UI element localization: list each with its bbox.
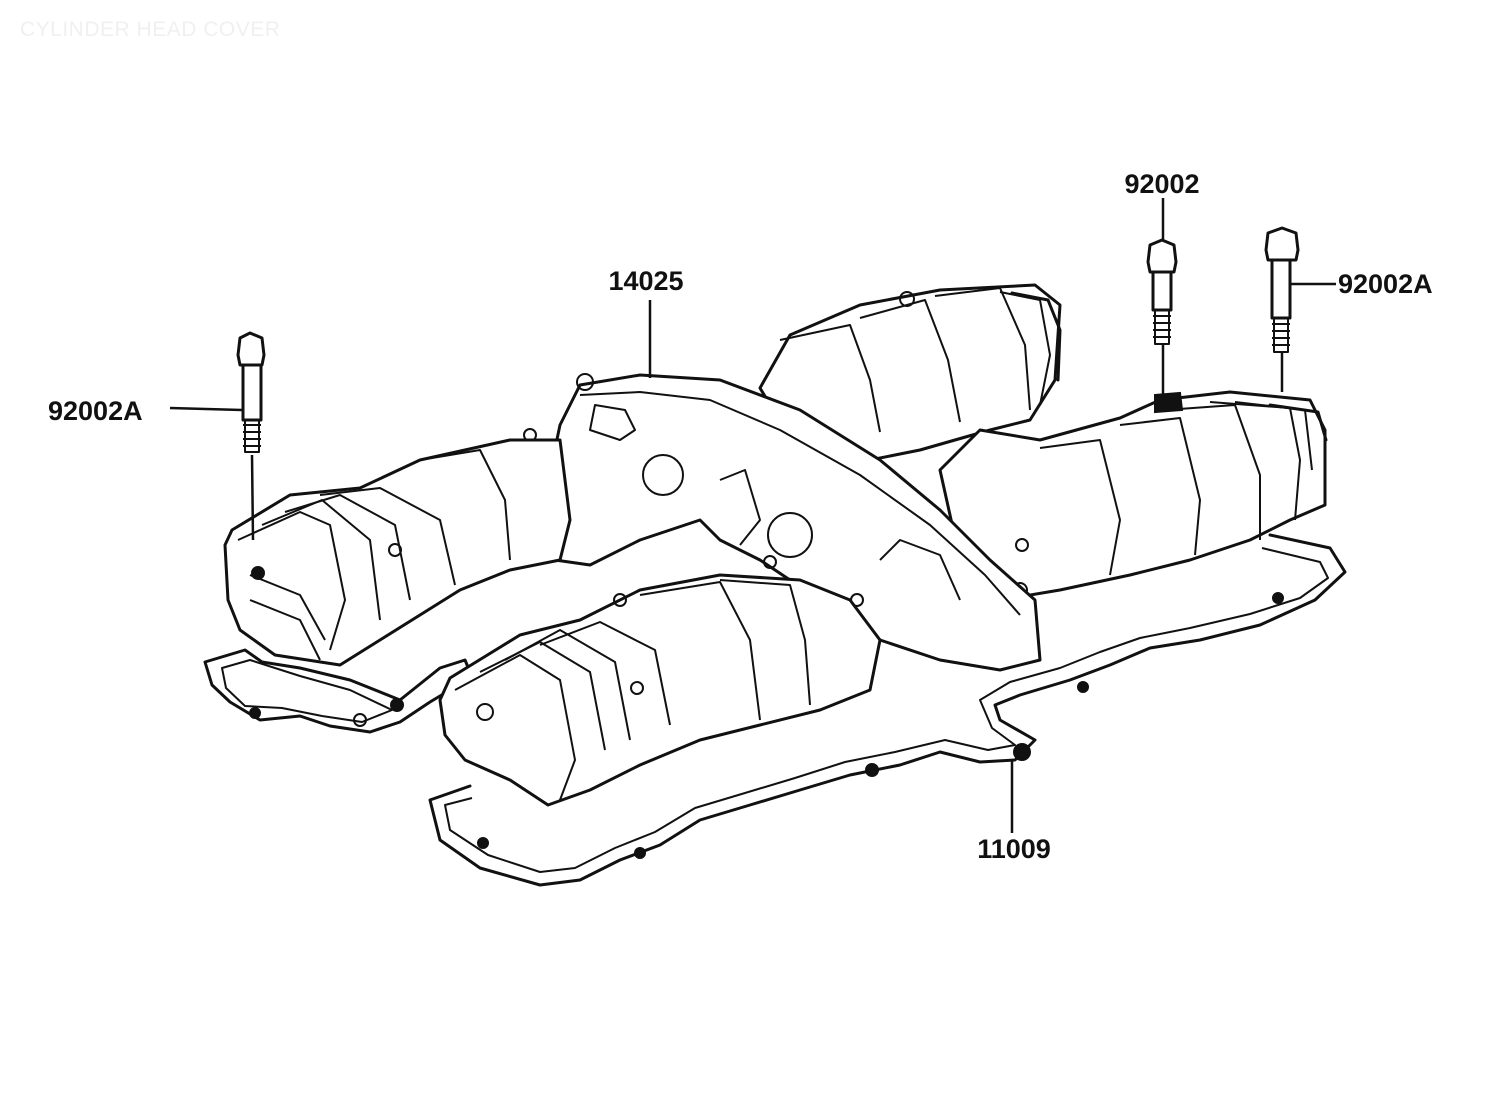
cover-gasket bbox=[203, 533, 1347, 887]
cover-rear-right-lobe bbox=[758, 283, 1062, 464]
cover-right-lobe bbox=[938, 390, 1328, 602]
page-title: CYLINDER HEAD COVER bbox=[20, 18, 281, 41]
cover-front-lobe bbox=[438, 573, 882, 807]
cylinder-head-cover bbox=[523, 373, 1042, 672]
label-bolt-92002: 92002 bbox=[1124, 169, 1199, 199]
bolt-center bbox=[1146, 238, 1178, 345]
label-bolt-92002a-left: 92002A bbox=[48, 396, 143, 426]
leader-lines bbox=[169, 198, 1336, 833]
label-cover-14025: 14025 bbox=[608, 266, 683, 296]
label-gasket-11009: 11009 bbox=[977, 834, 1051, 864]
label-bolt-92002a-right: 92002A bbox=[1338, 269, 1433, 299]
bolt-right bbox=[1264, 226, 1300, 353]
cover-left-lobe bbox=[223, 438, 572, 667]
bolt-left bbox=[236, 331, 266, 453]
